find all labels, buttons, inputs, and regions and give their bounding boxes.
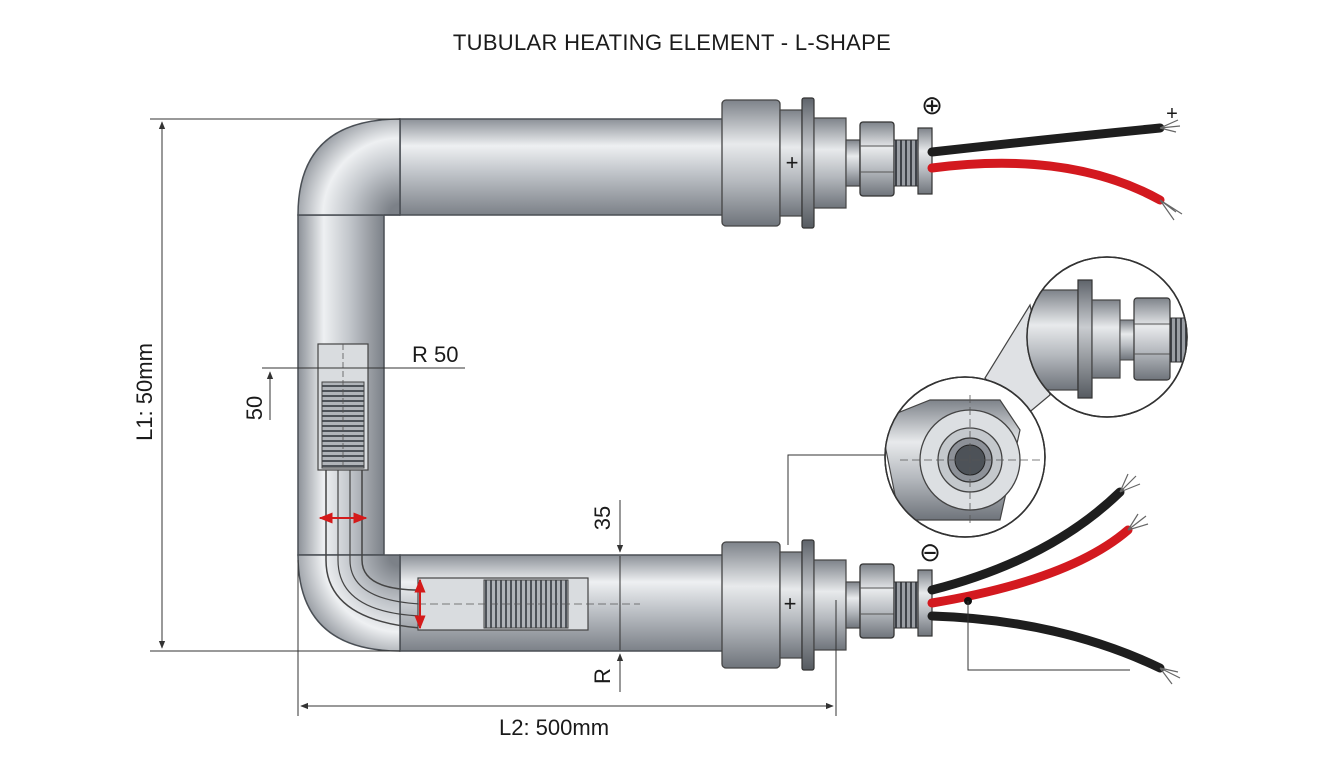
top-wires (927, 119, 1183, 221)
negative-terminal-symbol: ⊖ (919, 537, 941, 567)
positive-terminal-symbol: ⊕ (921, 90, 943, 120)
bottom-nut-plus-mark: + (784, 591, 797, 616)
dim-l2-label: L2: 500mm (499, 715, 609, 740)
diagram-title: TUBULAR HEATING ELEMENT - L-SHAPE (452, 30, 892, 55)
top-terminal-assembly (721, 97, 933, 229)
dim-thirtyfive-label: 35 (590, 506, 615, 530)
dim-r-small-label: R (590, 668, 615, 684)
tube-body (297, 118, 731, 652)
dimension-lines (150, 118, 837, 716)
zoom-leader-line (787, 454, 885, 545)
dim-fifty-label: 50 (242, 396, 267, 420)
bottom-wires (927, 473, 1181, 685)
dim-l1-label: L1: 50mm (132, 343, 157, 441)
zoom-detail-end (884, 376, 1046, 538)
bottom-terminal-assembly (721, 539, 933, 671)
dim-radius-label: R 50 (412, 342, 458, 367)
cutaway-horizontal (417, 577, 640, 631)
positive-wire-mark: + (1166, 103, 1178, 125)
cutaway-vertical (317, 343, 421, 629)
zoom-detail-side (1026, 256, 1188, 418)
top-nut-plus-mark: + (786, 150, 799, 175)
